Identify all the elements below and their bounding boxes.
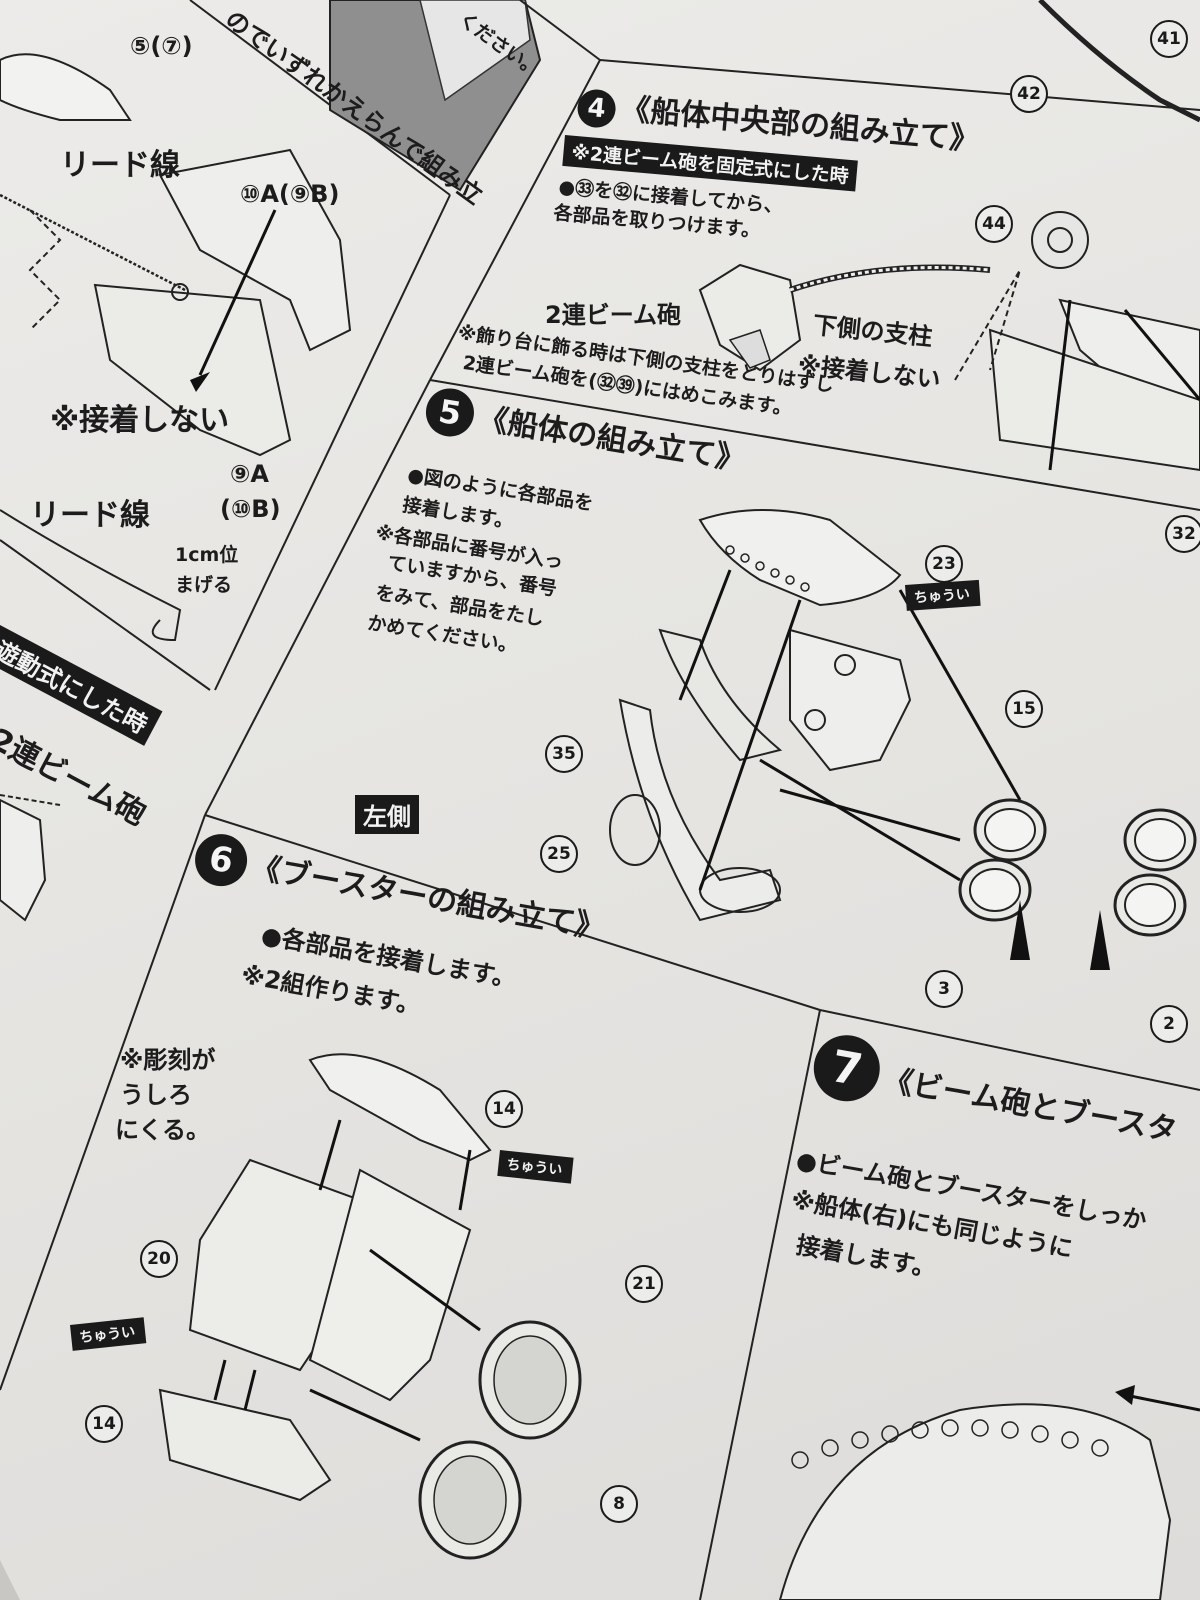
part-label-10a-9b: ⑩A(⑨B): [240, 180, 340, 208]
part-2: 2: [1150, 1005, 1188, 1043]
part-25-drawing: [618, 698, 782, 922]
part-25: 25: [540, 835, 578, 873]
engrave-note-2: うしろ: [120, 1081, 192, 1109]
step4-frame-left: [429, 59, 601, 381]
step6-frame-left: [0, 814, 206, 1391]
step4-step5-divider: [429, 379, 1200, 511]
part-label-5-7: ⑤(⑦): [130, 32, 193, 60]
step7-hull-drawing: [778, 1403, 1172, 1600]
engrave-note-1: ※彫刻が: [120, 1046, 216, 1074]
part-23: 23: [925, 545, 963, 583]
lead-wire-label-2: リード線: [30, 498, 150, 533]
note-inner: [419, 0, 531, 102]
left-hull-piece: [0, 53, 132, 121]
assembly-arrow: [198, 209, 277, 376]
part-label-9a: ⑨A: [230, 460, 269, 488]
engrave-note-3: にくる。: [115, 1116, 211, 1144]
part-label-10b: (⑩B): [220, 495, 281, 523]
left-frame-divider: [0, 539, 211, 691]
bend-1cm-label: 1cm位: [175, 544, 239, 566]
lead-wire-label-1: リード線: [60, 148, 180, 183]
page-corner-shadow: [0, 1560, 20, 1600]
part-41: 41: [1150, 20, 1188, 58]
part-14-bottom-drawing: [158, 1388, 332, 1502]
part-15-drawing: [789, 628, 912, 772]
part-44: 44: [975, 205, 1013, 243]
part-35-drawing: [658, 628, 783, 762]
part-9a-drawing: [93, 283, 292, 457]
left-page-edge: [214, 194, 451, 691]
step5-frame-left: [204, 379, 431, 816]
label-twin-cannon: 2連ビーム砲: [545, 301, 681, 329]
part-32: 32: [1165, 515, 1200, 553]
step7-number: 7: [808, 1030, 885, 1107]
caution-tag-step5: ちゅうい: [905, 579, 981, 611]
part-20: 20: [140, 1240, 178, 1278]
step4-number: 4: [575, 87, 618, 130]
step5-number: 5: [422, 385, 478, 440]
part-15: 15: [1005, 690, 1043, 728]
left-side-label: 左側: [355, 795, 419, 834]
part-3-drawing: [958, 798, 1047, 922]
step6-number: 6: [190, 830, 252, 891]
part-3: 3: [925, 970, 963, 1008]
part-14-bottom: 14: [85, 1405, 123, 1443]
part-8: 8: [600, 1485, 638, 1523]
part-44-drawing: [1031, 211, 1089, 269]
bend-label: まげる: [175, 574, 233, 596]
lead-wire-bend: [0, 509, 182, 642]
step5-step6-divider: [204, 814, 821, 1011]
part-23-drawing: [698, 509, 902, 607]
lead-wire-line: [0, 193, 186, 292]
part-35: 35: [545, 735, 583, 773]
step4-frame-top: [599, 59, 1200, 111]
part-21: 21: [625, 1265, 663, 1303]
left-frame-diagonal: [189, 0, 451, 196]
part-2-drawing: [1113, 808, 1197, 937]
twin-beam-cannon-drawing: [698, 263, 802, 372]
part-42: 42: [1010, 75, 1048, 113]
part-14-top-drawing: [308, 1053, 492, 1162]
part-8-drawing: [418, 1320, 582, 1560]
part-14-top: 14: [485, 1090, 523, 1128]
lower-support-drawing: [789, 264, 991, 293]
part-10a-drawing: [158, 148, 352, 352]
no-glue-label: ※接着しない: [50, 403, 230, 438]
step6-step7-divider: [699, 1009, 821, 1600]
part-21-drawing: [308, 1168, 472, 1402]
